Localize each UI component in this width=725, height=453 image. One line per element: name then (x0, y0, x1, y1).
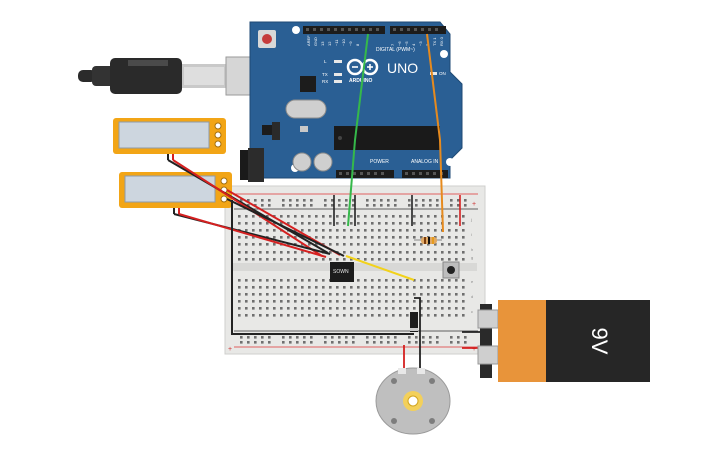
on-label: ON (439, 71, 446, 76)
row-letter: g (471, 255, 473, 260)
row-letter: h (471, 247, 473, 252)
force-sensor-top[interactable] (113, 118, 226, 160)
pushbutton[interactable] (442, 261, 460, 279)
pin-label: ~9 (348, 41, 353, 46)
force-sensor-bottom[interactable] (119, 172, 232, 214)
chip-label: SOWN (333, 269, 349, 275)
usb-cable[interactable] (78, 56, 261, 96)
pin-label: 8 (355, 43, 360, 46)
pin-label: RX 0 (439, 36, 444, 46)
dc-motor[interactable] (375, 367, 451, 435)
board-brand: ARDUINO (349, 78, 372, 84)
aref-label: AREF (306, 35, 311, 46)
wires[interactable] (167, 33, 492, 372)
row-letter: i (471, 232, 472, 237)
pin-label: TX 1 (432, 37, 437, 46)
analog-header (402, 170, 448, 178)
pin-label: 7 (390, 43, 395, 46)
gnd-label: GND (313, 37, 318, 46)
plus-rail-label-bottom: + (228, 346, 232, 353)
power-label: POWER (370, 159, 389, 165)
pin-label: ~6 (397, 41, 402, 46)
tx-label: TX (322, 72, 328, 77)
row-letter: j (470, 217, 472, 222)
pin-label: ~10 (341, 38, 346, 46)
l-label: L (324, 59, 327, 64)
power-header (336, 170, 394, 178)
diode[interactable] (410, 312, 418, 332)
microcontroller-chip (334, 126, 440, 150)
row-letter: e (471, 279, 474, 284)
pin-label: ~5 (404, 41, 409, 46)
pin-label: ~3 (418, 41, 423, 46)
pin-label: 4 (411, 43, 416, 46)
rx-label: RX (322, 79, 328, 84)
pin-label: 13 (320, 41, 325, 46)
digital-label: DIGITAL (PWM~) (376, 47, 415, 53)
motor-driver-chip[interactable]: SOWN (330, 262, 354, 282)
row-letter: c (471, 309, 473, 314)
plus-rail-label-right-bottom: + (472, 346, 476, 353)
center-channel (233, 263, 477, 271)
row-letter: d (471, 294, 473, 299)
pin-label: ~11 (334, 39, 339, 46)
plus-rail-label-right: + (472, 201, 476, 208)
board-model: UNO (387, 60, 418, 76)
resistor[interactable] (414, 237, 442, 244)
digital-header-right (390, 26, 446, 34)
analog-label: ANALOG IN (411, 159, 439, 165)
pin-label: 12 (327, 41, 332, 46)
battery-9v[interactable]: 9V (477, 300, 650, 382)
battery-label: 9V (587, 328, 612, 355)
arduino-uno-board[interactable]: AREF GND 13 12 ~11 ~10 ~9 8 7 ~6 ~5 4 ~3… (240, 21, 463, 182)
